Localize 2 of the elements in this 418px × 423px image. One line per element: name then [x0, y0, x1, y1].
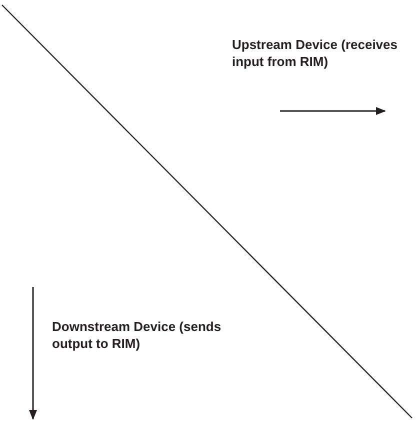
device-label: Downstream Device (sends output to RIM): [52, 318, 222, 352]
device-label: Upstream Device (receives input from RIM): [232, 36, 398, 70]
